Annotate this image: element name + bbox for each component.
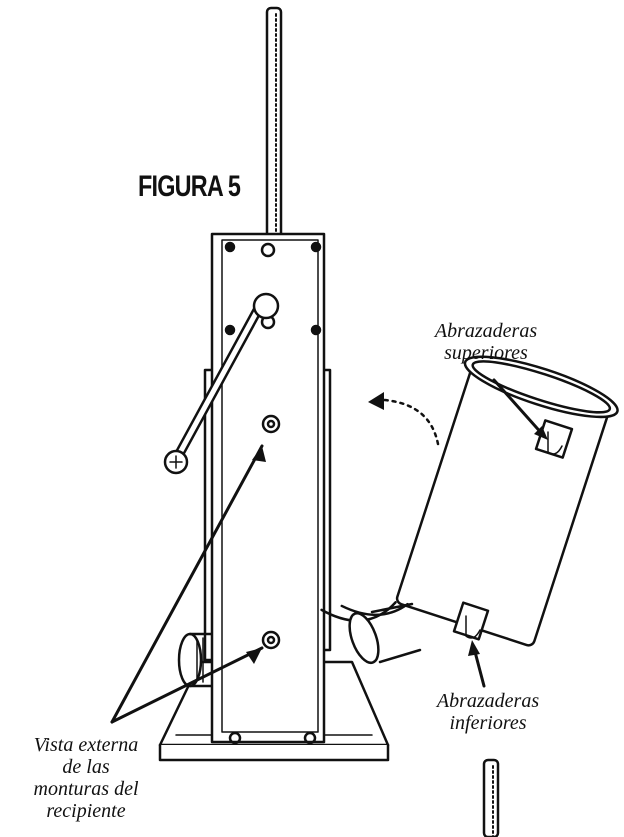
- rotation-arrow: [368, 392, 440, 446]
- label-line: Vista externa: [33, 734, 139, 756]
- label-line: inferiores: [449, 712, 527, 734]
- label-lower-clamps: Abrazaderas inferiores: [410, 690, 566, 734]
- leader-upper-clamp-head: [534, 426, 548, 440]
- label-line: de las: [62, 756, 110, 778]
- leader-mounts: [110, 444, 266, 724]
- leader-upper-clamp: [492, 378, 546, 438]
- lower-clamp: [452, 601, 490, 641]
- label-upper-clamps: Abrazaderas superiores: [408, 320, 564, 364]
- figure-title: FIGURA 5: [138, 170, 241, 203]
- label-line: recipiente: [46, 800, 126, 822]
- mount-nut-upper: [261, 414, 281, 434]
- label-line: superiores: [444, 342, 528, 364]
- canister-nozzle: [348, 602, 422, 665]
- threaded-rod: [265, 6, 283, 242]
- leader-lower-clamp-head: [468, 640, 480, 656]
- crank-handle: [163, 292, 280, 475]
- label-line: Abrazaderas: [436, 690, 540, 712]
- label-line: Abrazaderas: [434, 320, 538, 342]
- label-mounts: Vista externa de las monturas del recipi…: [12, 734, 160, 822]
- mount-nut-lower: [261, 630, 281, 650]
- upper-clamp: [534, 419, 574, 459]
- rod-fragment: [482, 758, 500, 837]
- label-line: monturas del: [33, 778, 139, 800]
